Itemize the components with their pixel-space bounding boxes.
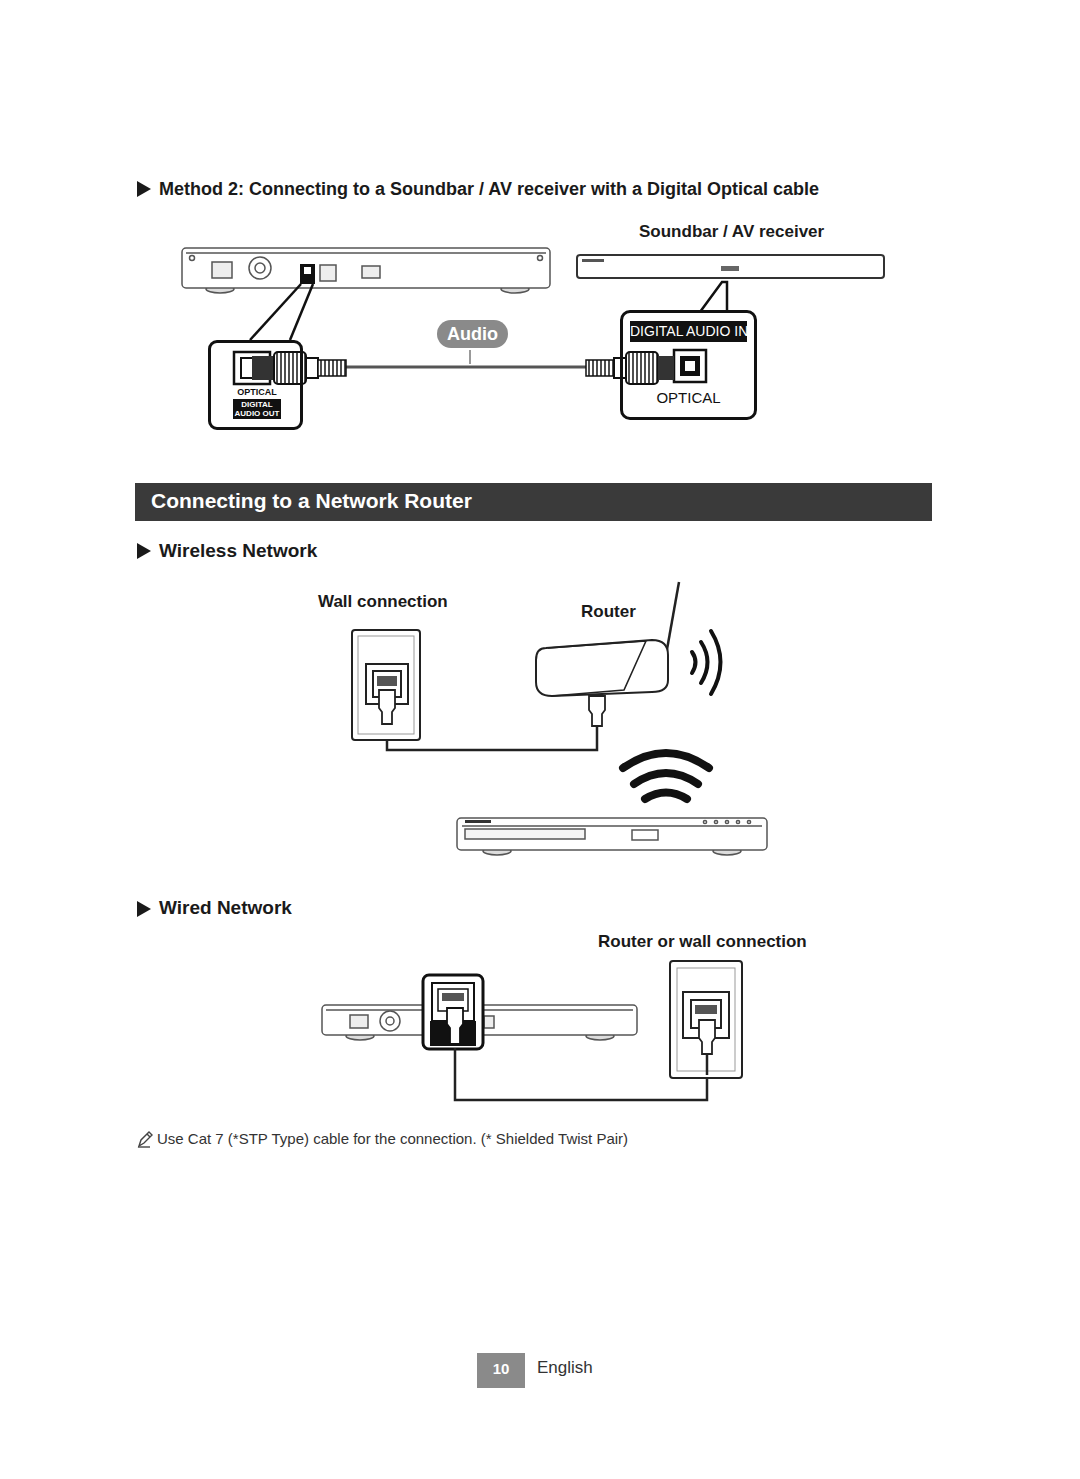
node-text: Soundbar / AV receiver	[639, 222, 824, 242]
port-callout: DIGITAL AUDIO IN OPTICAL	[620, 310, 757, 420]
node-text: Connecting to a Network Router	[151, 483, 472, 518]
wall-plate: Wall connection	[316, 592, 460, 742]
node-text: OPTICAL	[229, 387, 285, 397]
node-text: DIGITAL AUDIO OUT	[233, 399, 281, 419]
note-text: Use Cat 7 (*STP Type) cable for the conn…	[157, 1130, 628, 1147]
node-text: Router or wall connection	[598, 932, 807, 952]
wall-plate: Router or wall connection	[596, 932, 812, 1080]
node-text: 10	[477, 1353, 525, 1385]
node-text: OPTICAL	[623, 389, 754, 406]
section-heading: Method 2: Connecting to a Soundbar / AV …	[159, 179, 819, 200]
soundbar: Soundbar / AV receiver	[577, 222, 884, 282]
port-callout: OPTICAL DIGITAL AUDIO OUT	[208, 340, 303, 430]
cable-label: Audio	[437, 320, 508, 348]
node-text: DIGITAL AUDIO IN	[630, 321, 747, 342]
node-text: Wall connection	[318, 592, 448, 612]
page-language: English	[537, 1358, 593, 1378]
optical-cable	[303, 367, 620, 368]
section-band: Connecting to a Network Router	[135, 483, 932, 521]
node-text: Router	[581, 602, 636, 622]
page-number: 10	[477, 1353, 525, 1388]
router: Router	[530, 602, 700, 726]
section-heading: Wireless Network	[159, 540, 317, 562]
section-heading: Wired Network	[159, 897, 292, 919]
